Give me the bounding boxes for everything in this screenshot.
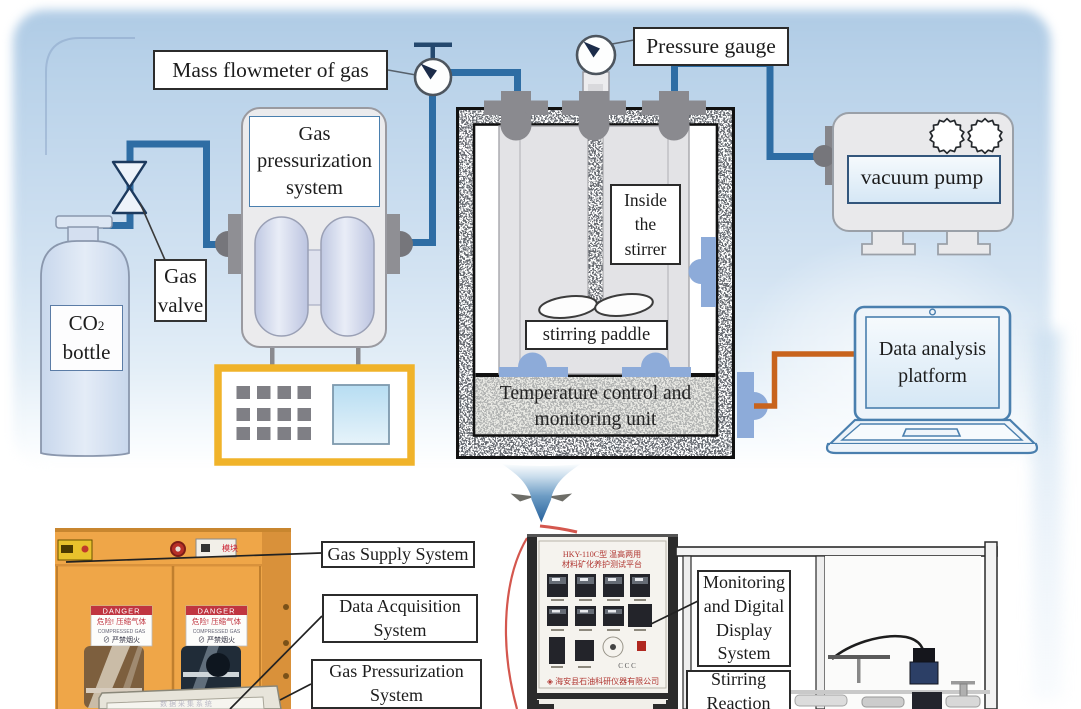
svg-text:⊘ 严禁烟火: ⊘ 严禁烟火	[103, 635, 140, 644]
svg-text:◈ 海安县石油科研仪器有限公司: ◈ 海安县石油科研仪器有限公司	[547, 676, 659, 686]
svg-text:C C C: C C C	[618, 662, 636, 670]
svg-text:COMPRESSED GAS: COMPRESSED GAS	[98, 629, 146, 635]
svg-text:HKY-110C型 温高两用: HKY-110C型 温高两用	[563, 549, 641, 559]
svg-text:DANGER: DANGER	[102, 607, 140, 616]
svg-text:⊘ 严禁烟火: ⊘ 严禁烟火	[198, 635, 235, 644]
svg-text:数 据 采 集 系 统: 数 据 采 集 系 统	[160, 699, 212, 708]
svg-text:材料矿化养护测试平台: 材料矿化养护测试平台	[562, 559, 642, 569]
svg-text:COMPRESSED GAS: COMPRESSED GAS	[193, 629, 241, 635]
svg-text:DANGER: DANGER	[197, 607, 235, 616]
svg-text:危险! 压缩气体: 危险! 压缩气体	[192, 616, 242, 626]
svg-text:模块: 模块	[222, 543, 238, 553]
svg-text:危险! 压缩气体: 危险! 压缩气体	[97, 616, 147, 626]
